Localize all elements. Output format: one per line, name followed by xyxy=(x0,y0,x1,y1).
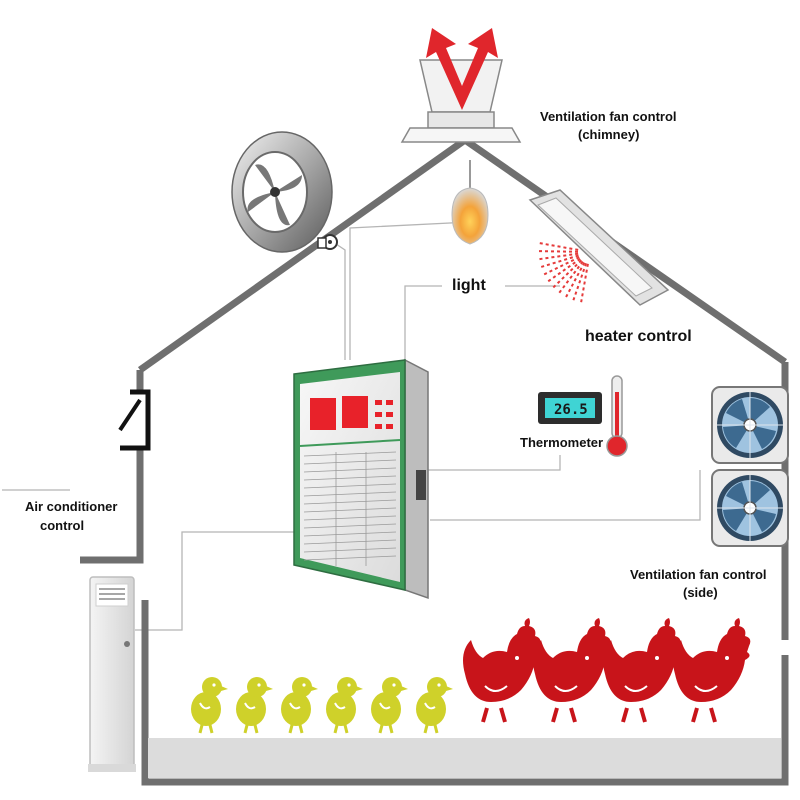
chick-icon xyxy=(234,675,275,735)
chimney-fan-label: Ventilation fan control (chimney) xyxy=(540,109,680,142)
chimney-fan-icon xyxy=(400,28,522,143)
hen-icon xyxy=(671,616,753,724)
thermometer-label: Thermometer xyxy=(520,435,603,450)
light-bulb-icon xyxy=(451,160,489,245)
hen-group xyxy=(461,616,753,724)
ac-vent-flap xyxy=(120,389,151,451)
chick-icon xyxy=(189,675,230,735)
heater-label: heater control xyxy=(585,328,692,345)
thermometer-icon xyxy=(538,375,628,457)
hen-icon xyxy=(531,616,613,724)
side-fan-label: Ventilation fan control (side) xyxy=(630,567,770,600)
chick-icon xyxy=(369,675,410,735)
thermometer-reading: 26.5 xyxy=(554,402,588,418)
floor xyxy=(148,738,781,778)
air-conditioner-icon xyxy=(88,576,136,772)
air-conditioner-label: Air conditioner control xyxy=(25,499,121,533)
leader-lines xyxy=(135,221,701,631)
controller-panel-icon xyxy=(293,358,429,600)
exhaust-fan-icon xyxy=(231,131,338,253)
chick-icon xyxy=(324,675,365,735)
side-fan-icon xyxy=(711,386,789,547)
hen-icon xyxy=(601,616,683,724)
light-label: light xyxy=(452,277,486,294)
chick-group xyxy=(189,675,455,735)
chick-icon xyxy=(279,675,320,735)
chick-icon xyxy=(414,675,455,735)
hen-icon xyxy=(461,616,543,724)
heater-panel-icon xyxy=(528,189,670,306)
